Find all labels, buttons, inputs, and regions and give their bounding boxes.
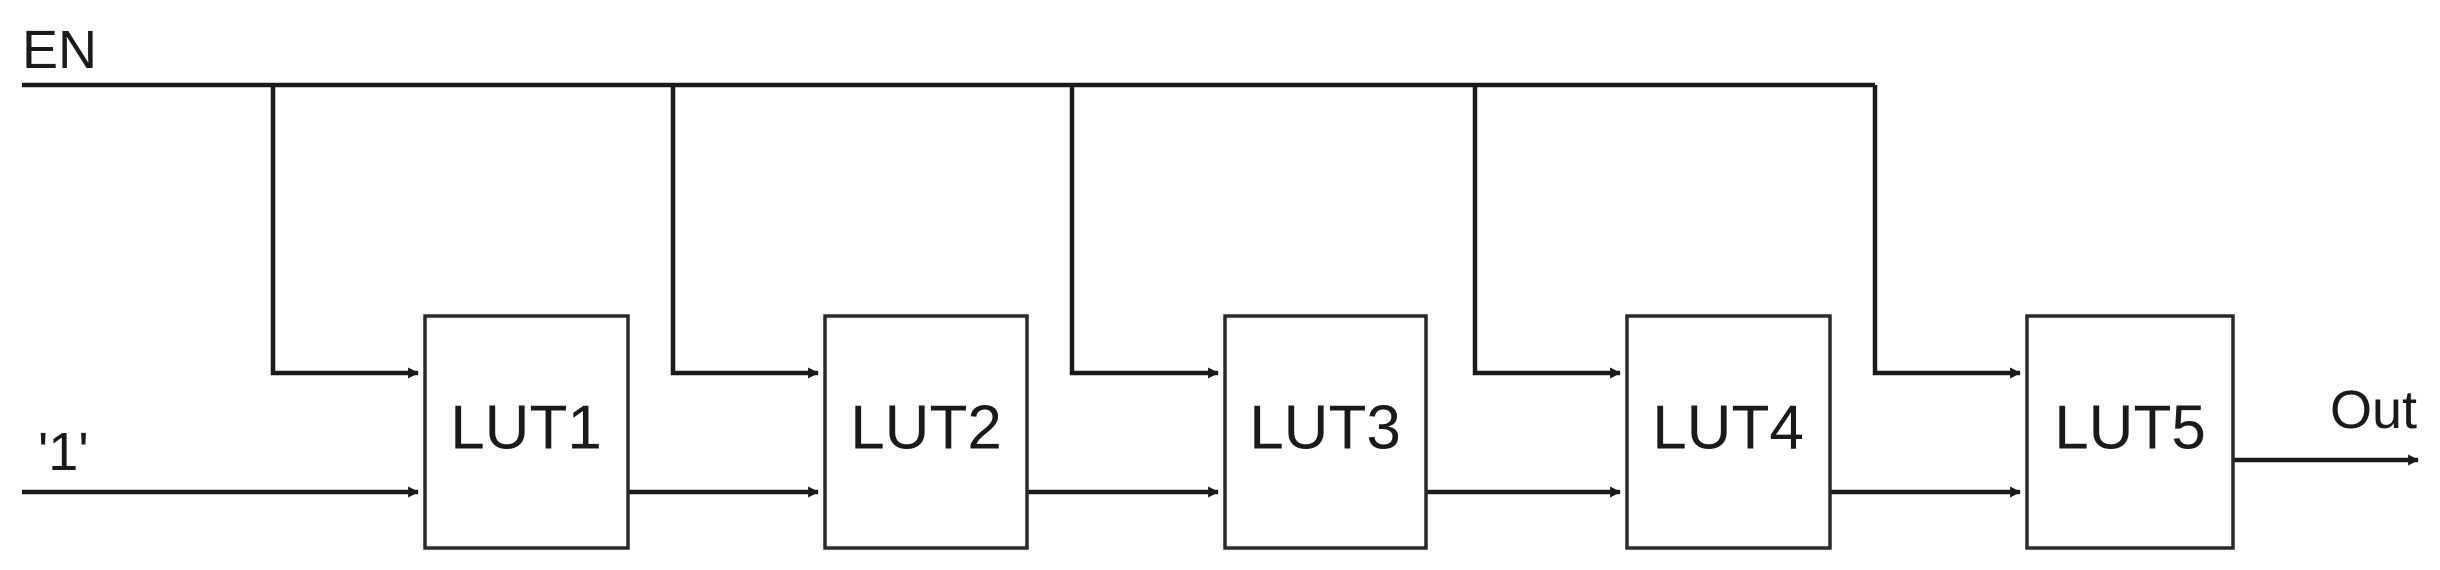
lut-box-1 [423, 314, 630, 550]
lut-box-3 [1223, 314, 1428, 550]
lut-block-2: LUT2 [823, 314, 1029, 550]
lut-block-5: LUT5 [2025, 314, 2235, 550]
en-tap-lut2 [670, 85, 820, 379]
lut-label-5: LUT5 [2054, 393, 2206, 462]
lut-label-4: LUT4 [1652, 393, 1804, 462]
lut-box-5 [2025, 314, 2235, 550]
lut-block-1: LUT1 [423, 314, 630, 550]
lut-block-3: LUT3 [1223, 314, 1428, 550]
en-tap-lut1 [270, 85, 420, 379]
input-one-label: '1' [38, 422, 89, 482]
lut-block-4: LUT4 [1625, 314, 1832, 550]
output-label: Out [2330, 380, 2417, 440]
lut-label-2: LUT2 [850, 393, 1002, 462]
lut-box-2 [823, 314, 1029, 550]
en-label: EN [22, 20, 97, 80]
en-tap-lut5 [1872, 85, 2022, 379]
en-tap-lut3 [1069, 85, 1220, 379]
en-tap-lut4 [1472, 85, 1622, 379]
lut-label-1: LUT1 [450, 393, 602, 462]
lut-box-4 [1625, 314, 1832, 550]
lut-label-3: LUT3 [1249, 393, 1401, 462]
